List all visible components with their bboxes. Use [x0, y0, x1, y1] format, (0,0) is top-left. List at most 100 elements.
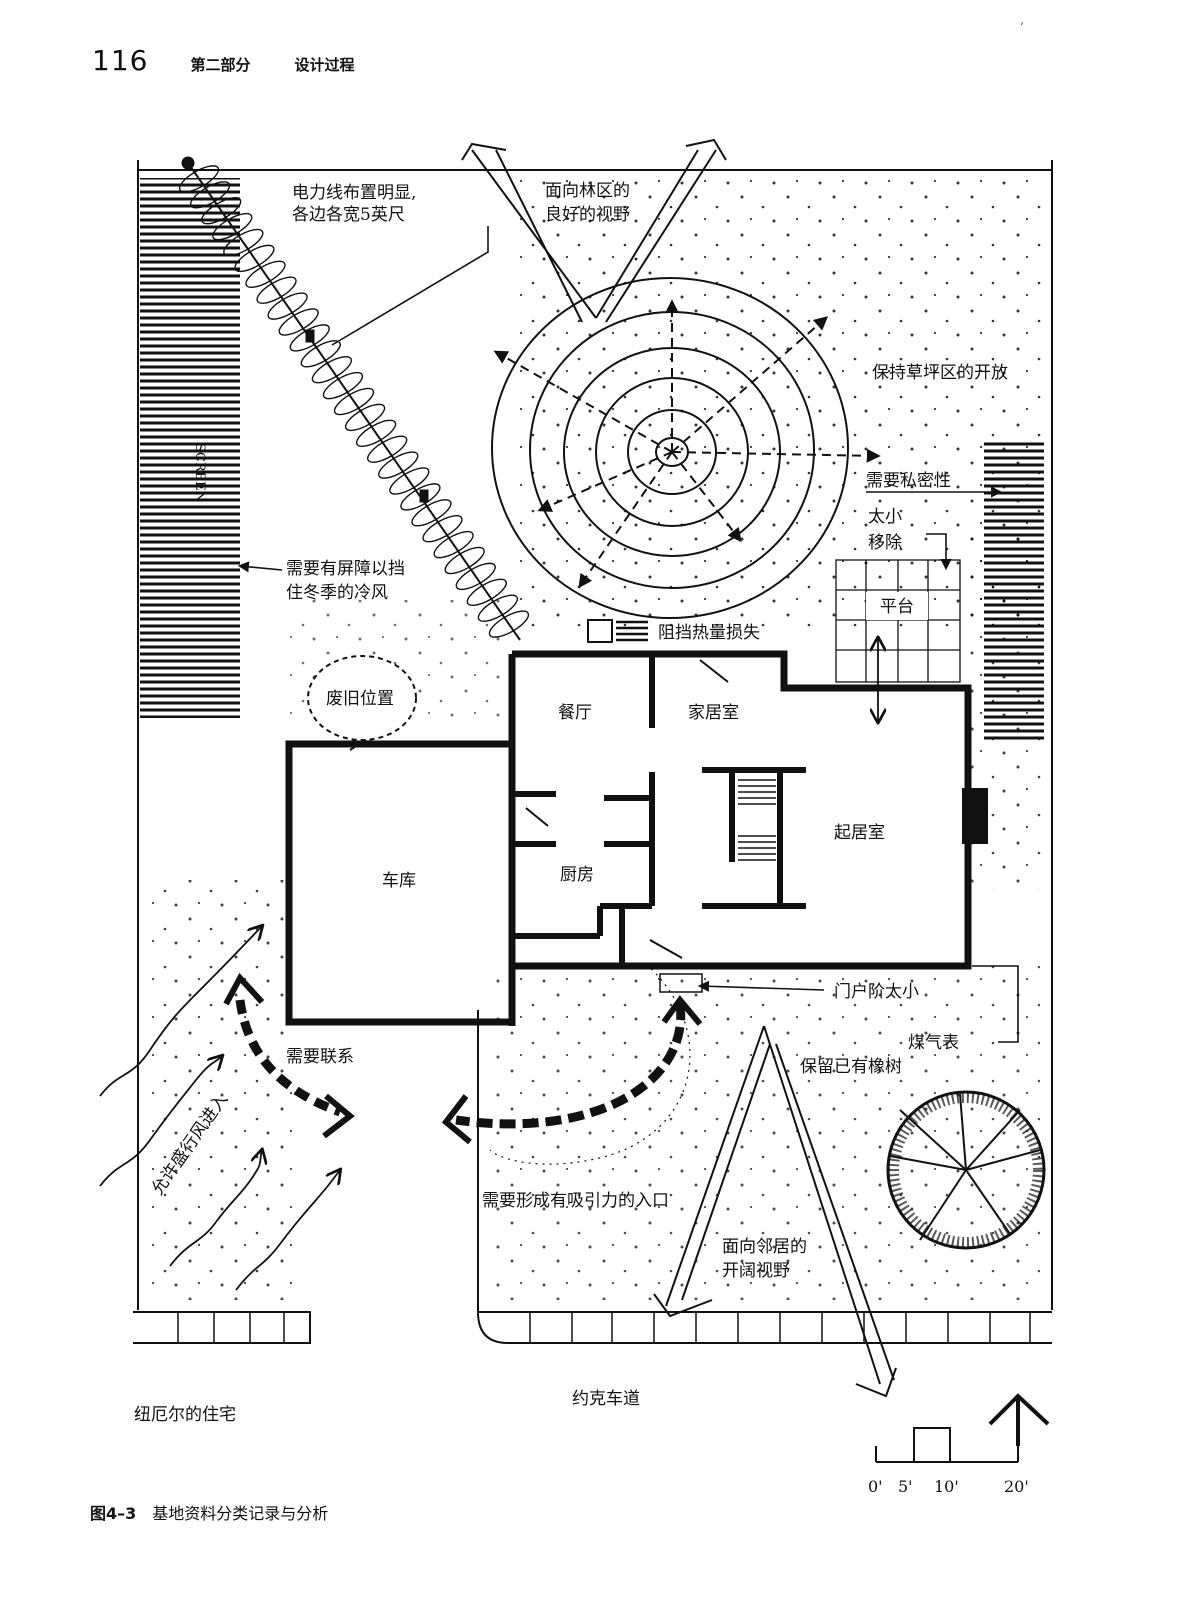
powerline-coil [311, 356, 353, 384]
hedge-east [984, 440, 1044, 740]
heat-loss-hatch [616, 620, 648, 642]
powerline-coil [322, 371, 364, 400]
powerline-coil [300, 340, 341, 368]
figure-caption: 图4–3 基地资料分类记录与分析 [90, 1500, 328, 1524]
powerline-coil [278, 308, 319, 336]
lawn-open-note: 保持草坪区的开放 [872, 363, 1008, 383]
connect-arrowhead-bottom [322, 1093, 355, 1139]
stairs [738, 779, 776, 861]
entrance-note: 需要形成有吸引力的入口 [482, 1191, 669, 1211]
view-neighbor-note-1: 面向邻居的 [722, 1237, 807, 1257]
too-small-note-2: 移除 [868, 533, 902, 553]
powerline-coil [245, 260, 286, 288]
room-garage: 车库 [382, 871, 416, 891]
corner-mark: ʼ [1020, 22, 1023, 33]
lawn-stipple-west [150, 880, 300, 1300]
powerline-coil [355, 419, 397, 447]
connect-arrow [235, 999, 342, 1117]
powerline-coil [422, 515, 463, 543]
north-arrow [988, 1393, 1050, 1446]
heat-loss-note: 阻挡热量损失 [658, 623, 760, 643]
view-neighbor-note-2: 开阔视野 [722, 1261, 790, 1281]
page-header: 116 第二部分 设计过程 [92, 44, 354, 77]
entrance-arc [441, 963, 703, 1165]
fireplace [962, 788, 988, 844]
powerline-coil [367, 435, 408, 463]
patio-grid [835, 559, 961, 683]
small-step-arrow [697, 980, 825, 992]
old-location-note: 废旧位置 [326, 689, 394, 709]
scale-label-10: 10' [934, 1477, 959, 1496]
view-woods-arrows [461, 138, 727, 323]
powerline-note-1: 电力线布置明显, [292, 183, 416, 203]
oak-tree [886, 1090, 1046, 1250]
privacy-note: 需要私密性 [866, 471, 951, 491]
view-woods-note-2: 良好的视野 [545, 205, 630, 225]
powerline-callout [331, 226, 489, 346]
powerline-coil [444, 546, 485, 575]
room-kitchen: 厨房 [560, 865, 594, 885]
powerline-coil [488, 610, 530, 638]
keep-oak-note: 保留已有橡树 [800, 1057, 902, 1077]
patio-label-bg [866, 592, 928, 620]
screen-note-1: 需要有屏障以挡 [286, 559, 405, 579]
powerline-coil [333, 387, 375, 416]
section-title: 第二部分 [190, 56, 251, 74]
hedge-west [140, 178, 240, 718]
property-boundary [133, 160, 1053, 1344]
powerline-coil [189, 181, 231, 209]
gas-meter-note: 煤气表 [908, 1033, 959, 1053]
woods-canopy [491, 277, 849, 619]
powerline-coil [267, 292, 308, 320]
room-living: 起居室 [834, 823, 885, 843]
powerline-coil [411, 499, 452, 527]
subsection-title: 设计过程 [294, 56, 355, 74]
screen-note-2: 住冬季的冷风 [286, 583, 388, 603]
powerline-coil [477, 594, 519, 622]
powerline-coil [466, 578, 507, 606]
too-small-note-1: 太小 [868, 507, 902, 527]
woods-radial-arrows [493, 299, 881, 589]
room-dining: 餐厅 [558, 703, 592, 723]
figure-id: 图4–3 [90, 1504, 137, 1523]
powerline-coil [223, 228, 264, 257]
scale-label-20: 20' [1004, 1477, 1029, 1496]
lawn-stipple-south [490, 960, 1040, 1300]
road-label: 约克车道 [572, 1389, 640, 1409]
powerline-coil [256, 276, 297, 304]
lawn-stipple-north [520, 175, 1045, 635]
paving-grid [177, 1312, 1031, 1343]
room-family: 家居室 [688, 703, 739, 723]
powerline-coil [455, 562, 496, 591]
view-woods-note-1: 面向林区的 [545, 181, 630, 201]
powerline-coil [212, 212, 253, 241]
powerline-coil [389, 467, 430, 495]
too-small-arrow [926, 533, 952, 571]
screen-arrow [237, 561, 283, 573]
breeze-lines [99, 926, 340, 1291]
powerline-coil [234, 244, 275, 273]
house-walls [285, 650, 972, 1026]
powerline-coil [344, 403, 386, 432]
small-step-note: 门户阶太小 [834, 982, 919, 1002]
powerline-coil [433, 530, 474, 559]
neighbor-house-label: 纽厄尔的住宅 [134, 1405, 236, 1425]
view-neighbor-arrows [653, 1025, 897, 1398]
powerline-note-2: 各边各宽5英尺 [292, 205, 405, 225]
scale-bar [875, 1427, 1019, 1463]
page-number: 116 [92, 44, 149, 77]
power-line [178, 156, 530, 641]
figure-caption-text: 基地资料分类记录与分析 [152, 1504, 329, 1523]
scale-label-5: 5' [898, 1477, 913, 1496]
powerline-coil [201, 196, 242, 225]
interior-walls [514, 656, 806, 964]
old-location-circle [307, 655, 417, 741]
room-patio: 平台 [880, 597, 914, 617]
chimney-symbol [587, 619, 613, 643]
powerline-coil [178, 165, 220, 193]
powerline-coil [378, 451, 419, 479]
powerline-coil [400, 483, 441, 511]
connect-arrowhead-top [223, 972, 265, 1006]
connect-note: 需要联系 [286, 1047, 354, 1067]
